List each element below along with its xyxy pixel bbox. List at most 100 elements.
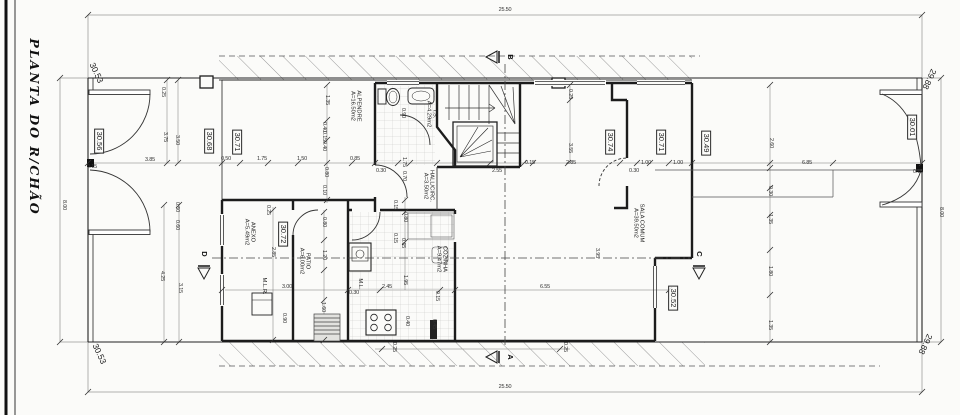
- label-text: 0.15: [392, 200, 399, 210]
- room-label: M.L.R.: [261, 277, 267, 294]
- dimension-label: 25.50: [499, 7, 512, 13]
- label-text: 1.75: [257, 155, 267, 162]
- section-letter: D: [200, 251, 209, 256]
- section-letter: B: [506, 54, 516, 60]
- dimension-label: 2.45: [382, 284, 392, 290]
- dimension-label: 0.70: [401, 171, 407, 181]
- label-text: 30.74: [606, 132, 616, 152]
- elevation-marker: 30.01: [906, 114, 918, 140]
- dimension-label: 1.60: [320, 302, 326, 312]
- dimension-label: 0.15: [913, 169, 923, 175]
- dimension-label: 0.50: [221, 156, 231, 162]
- dimension-label: 0.80: [402, 212, 408, 222]
- label-text: 30.72: [279, 224, 289, 244]
- dimension-label: 1.75: [401, 157, 407, 167]
- label-subtext: A=16.50m2: [349, 91, 355, 121]
- label-text: 0.40: [321, 141, 328, 151]
- dimension-label: 0.30: [349, 290, 359, 296]
- label-text: 3.15: [177, 283, 184, 293]
- dimension-label: 0.90: [400, 108, 406, 118]
- dimension-label: 0.90: [281, 313, 287, 323]
- stove: [365, 309, 397, 336]
- label-text: 3.75: [162, 132, 169, 142]
- label-text: 3.50: [174, 135, 181, 145]
- label-text: 0.45: [431, 319, 438, 329]
- room-label: M.L.: [357, 278, 363, 289]
- walls: [199, 75, 694, 343]
- dimension-label: 0.15: [321, 131, 327, 141]
- kitchen-counter: [407, 212, 455, 264]
- label-text: 0.30: [349, 289, 359, 296]
- label-text: 0.65: [400, 238, 407, 248]
- dimension-label: 2.85: [566, 160, 576, 166]
- label-text: 0.15: [87, 163, 97, 170]
- label-text: HALL/CIRC.: [428, 170, 435, 202]
- dimension-label: 0.10: [321, 185, 327, 195]
- dimension-label: 1.00: [673, 160, 683, 166]
- sink: [407, 87, 435, 105]
- elevation-marker: 30.71: [231, 129, 243, 155]
- dimension-label: 0.25: [265, 205, 271, 215]
- dimension-label: 1.35: [767, 320, 773, 330]
- yard-lines: [655, 169, 922, 198]
- label-text: PATIO: [304, 252, 311, 270]
- label-subtext: A=3.50m2: [422, 172, 428, 200]
- dimension-label: 0.40: [321, 141, 327, 151]
- corner-elevation: 29.88: [916, 332, 935, 357]
- label-text: I.S.: [431, 109, 438, 119]
- room-label: HALL/CIRC.A=3.50m2: [422, 170, 435, 202]
- label-text: 30.56: [95, 131, 105, 151]
- dimension-label: 1.75: [257, 156, 267, 162]
- elevation-marker: 30.74: [604, 129, 616, 155]
- label-text: 0.60: [174, 220, 181, 230]
- label-text: 6.85: [802, 159, 812, 166]
- dimension-label: 0.80: [321, 217, 327, 227]
- dimension-label: 0.80: [323, 167, 329, 177]
- label-text: 4.25: [159, 271, 166, 281]
- label-text: 1.00: [641, 159, 651, 166]
- label-text: 0.15: [434, 291, 441, 301]
- label-text: 8.00: [61, 200, 68, 210]
- porch-roof-hatch: [219, 55, 880, 367]
- label-text: 0.25: [567, 89, 574, 99]
- dimension-label: 0.60: [174, 220, 180, 230]
- label-text: 0.50: [174, 202, 181, 212]
- dimension-label: 6.85: [802, 160, 812, 166]
- section-letter: C: [695, 251, 704, 256]
- dimension-label: 1.80: [767, 266, 773, 276]
- dimension-label: 0.25: [391, 342, 397, 352]
- label-text: 30.71: [233, 132, 243, 152]
- corner-elevation: 30.53: [87, 61, 106, 85]
- dimension-label: 8.00: [938, 207, 944, 217]
- corner-elevation: 29.88: [920, 67, 939, 92]
- corner-elevation: 30.53: [90, 341, 109, 366]
- dimension-label: 0.25: [160, 87, 166, 97]
- elevation-marker: 30.72: [277, 221, 289, 247]
- label-text: 29.88: [916, 332, 935, 357]
- patio-steps: [313, 313, 341, 342]
- dimension-label: 0.25: [567, 89, 573, 99]
- dimension-label: 3.55: [567, 143, 573, 153]
- dimension-label: 3.50: [174, 135, 180, 145]
- label-text: 1.20: [321, 250, 328, 260]
- label-text: 30.68: [205, 131, 215, 151]
- label-text: 1.60: [320, 302, 327, 312]
- label-text: 6.55: [540, 283, 550, 290]
- label-text: B: [506, 54, 516, 60]
- label-text: 30.53: [90, 341, 109, 366]
- dimension-label: 0.45: [431, 319, 437, 329]
- label-text: 1.80: [767, 266, 774, 276]
- label-text: ANEXO: [249, 221, 256, 243]
- label-subtext: A=4.29m2: [425, 100, 431, 128]
- label-text: 1.35: [767, 320, 774, 330]
- label-text: 1.95: [402, 275, 409, 285]
- label-text: 2.55: [492, 167, 502, 174]
- shower: [452, 121, 498, 167]
- label-text: ALPENDRE: [355, 90, 362, 122]
- dimension-label: 2.85: [270, 247, 276, 257]
- label-subtext: A=5.49m2: [243, 218, 249, 246]
